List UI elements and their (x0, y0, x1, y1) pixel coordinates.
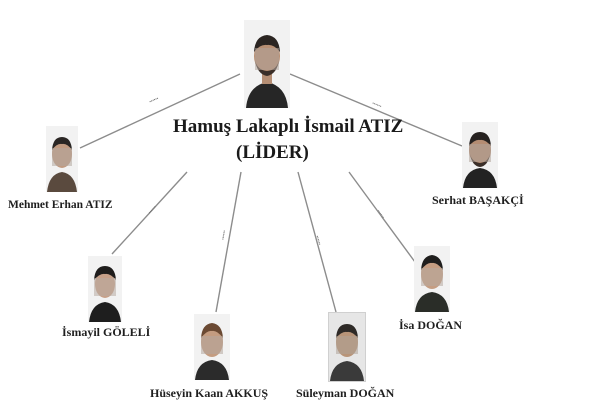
member-name: İsa DOĞAN (399, 318, 463, 332)
person-photo-icon (462, 122, 498, 188)
member-name: Serhat BAŞAKÇİ (432, 193, 524, 207)
edge-tag: ▪▪▪▪▪▪ (147, 204, 157, 215)
edge-serhat (289, 73, 463, 147)
member-name: Süleyman DOĞAN (296, 386, 395, 400)
leader-name: Hamuş Lakaplı İsmail ATIZ (173, 116, 404, 137)
member-name: Hüseyin Kaan AKKUŞ (150, 386, 269, 400)
leader-role: (LİDER) (236, 142, 309, 163)
member-name: İsmayil GÖLELİ (62, 325, 151, 339)
edge-tag: ▪▪▪▪▪▪ (220, 229, 227, 240)
person-photo-icon (414, 246, 450, 312)
edge-tag: ▪▪▪▪▪▪ (372, 100, 383, 109)
person-photo-icon (194, 314, 230, 380)
person-photo-icon (88, 256, 122, 322)
edge-tag: ▪▪▪▪▪▪ (148, 95, 159, 104)
person-photo-icon (328, 312, 366, 382)
member-name: Mehmet Erhan ATIZ (8, 199, 113, 211)
edge-isa (348, 171, 416, 263)
edge-huseyin (215, 171, 242, 313)
edge-mehmet (79, 73, 241, 149)
edge-suleyman (297, 171, 337, 313)
edge-tag: ▪▪▪▪▪▪ (315, 235, 323, 246)
edge-ismayil (111, 171, 188, 255)
edge-tag: ▪▪▪▪▪▪ (376, 209, 386, 220)
person-photo-icon (46, 126, 78, 192)
person-photo-icon (244, 20, 290, 108)
